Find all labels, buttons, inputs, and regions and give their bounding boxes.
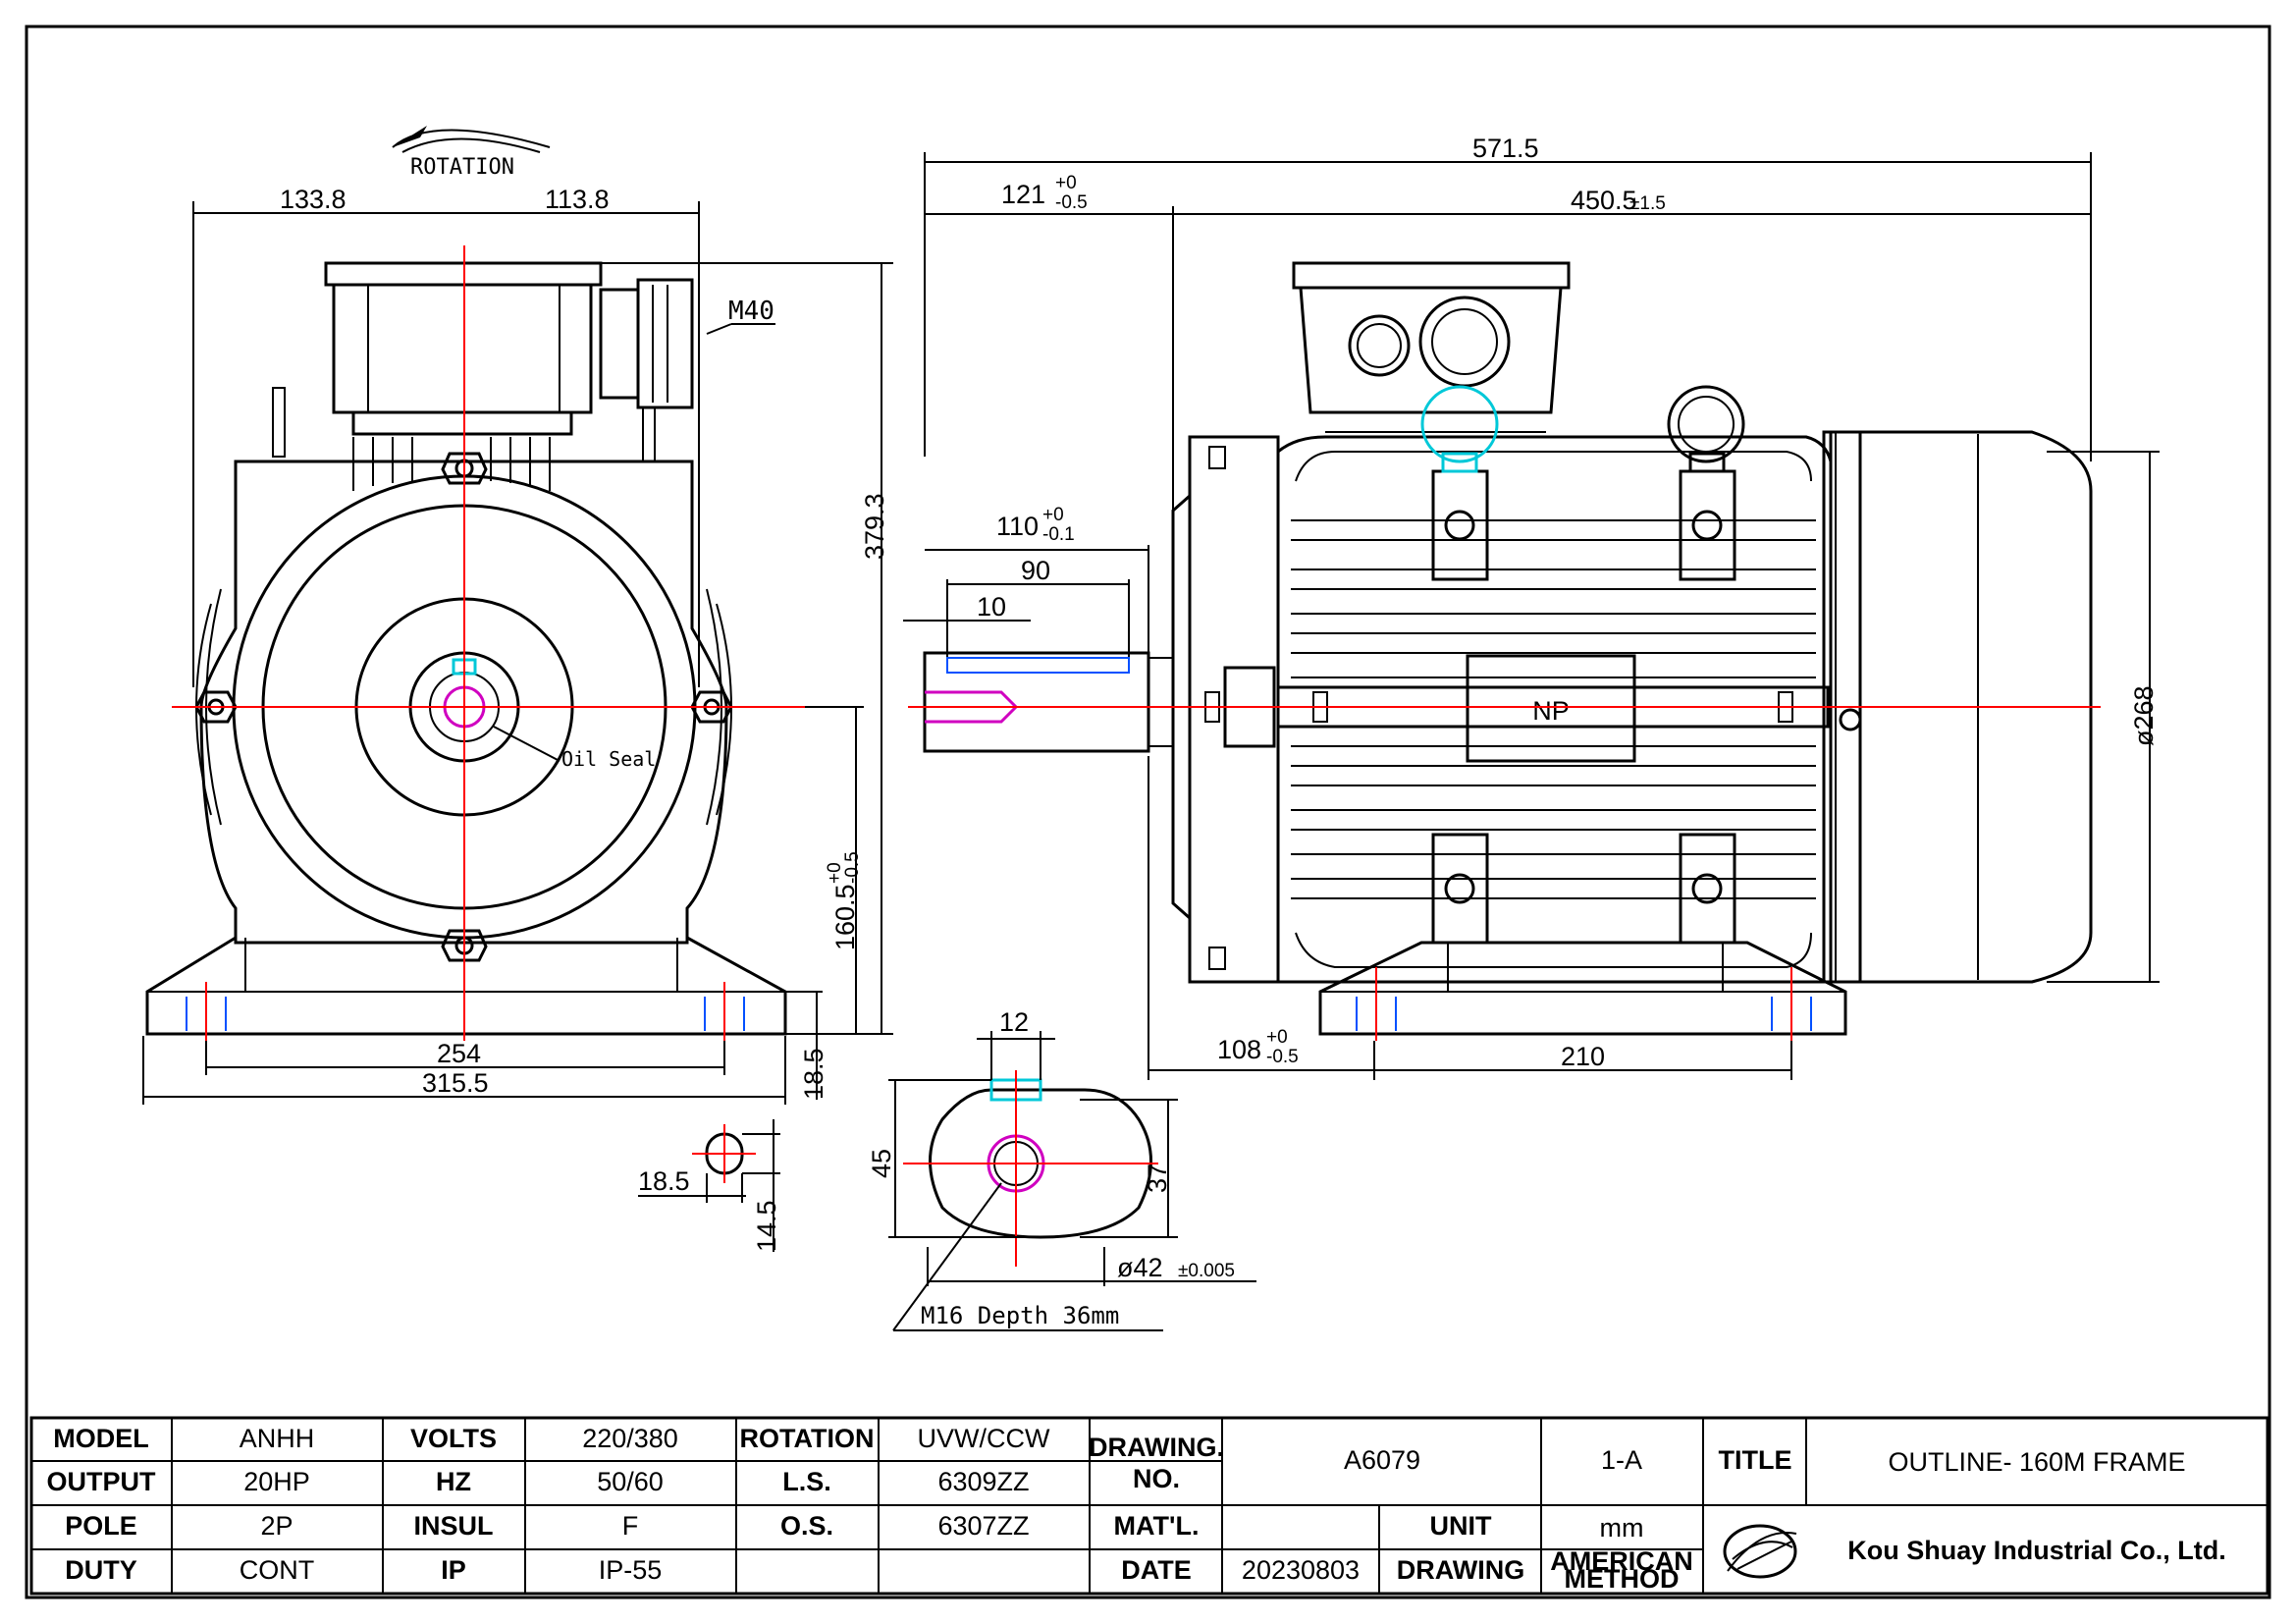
dim-108-tol-dn: -0.5 — [1266, 1047, 1299, 1067]
title-block: MODEL ANHH VOLTS 220/380 ROTATION UVW/CC… — [29, 1416, 2269, 1596]
tb-r2-c6: 6309ZZ — [937, 1467, 1029, 1496]
tb-drawing-no-label-2: NO. — [1133, 1464, 1180, 1493]
dim-10: 10 — [977, 592, 1006, 622]
tb-r2-c2: 20HP — [243, 1467, 310, 1496]
tb-r1-c3: VOLTS — [410, 1424, 497, 1453]
dim-108: 108 — [1217, 1035, 1261, 1064]
dim-key-12: 12 — [999, 1007, 1029, 1037]
tb-unit-label: UNIT — [1430, 1511, 1492, 1541]
tb-unit: mm — [1600, 1513, 1644, 1543]
tb-method-1: AMERICAN — [1550, 1546, 1693, 1576]
dim-90: 90 — [1021, 556, 1050, 585]
dim-450-5: 450.5 — [1571, 186, 1637, 215]
tb-r3-c6: 6307ZZ — [937, 1511, 1029, 1541]
shaft-end-detail: 12 45 37 ø42 ±0.005 M16 Depth 36mm — [867, 1007, 1256, 1331]
dim-210: 210 — [1561, 1042, 1605, 1071]
company-logo-icon — [1723, 1524, 1797, 1579]
rotation-label: ROTATION — [410, 155, 514, 180]
dim-108-tol-up: +0 — [1266, 1027, 1288, 1048]
dim-121-tol-dn: -0.5 — [1055, 192, 1088, 213]
tb-r3-c2: 2P — [260, 1511, 293, 1541]
dim-133-8: 133.8 — [280, 185, 347, 214]
dim-121-tol-up: +0 — [1055, 173, 1077, 193]
tb-r2-c1: OUTPUT — [47, 1467, 157, 1496]
dim-shaft-dia-tol: ±0.005 — [1178, 1261, 1235, 1281]
tb-r3-c1: POLE — [65, 1511, 137, 1541]
tb-r3-c5: O.S. — [780, 1511, 833, 1541]
tb-r1-c2: ANHH — [240, 1424, 315, 1453]
dim-110: 110 — [996, 512, 1039, 541]
dim-160-5: 160.5 — [830, 884, 860, 950]
sheet-border — [25, 25, 2271, 1599]
dim-shaft-45: 45 — [867, 1149, 896, 1178]
dim-slot-18-5: 18.5 — [638, 1166, 690, 1196]
tb-r1-c1: MODEL — [53, 1424, 149, 1453]
dim-shaft-37: 37 — [1143, 1164, 1172, 1193]
thread-label: M16 Depth 36mm — [921, 1302, 1119, 1329]
tb-r4-c4: IP-55 — [599, 1555, 663, 1585]
tb-r4-c3: IP — [441, 1555, 466, 1585]
tb-r4-c1: DUTY — [65, 1555, 137, 1585]
dim-shaft-dia-42: ø42 — [1117, 1253, 1163, 1282]
tb-r1-c5: ROTATION — [740, 1424, 875, 1453]
dim-160-5-tol-dn: -0.5 — [842, 851, 863, 884]
dim-dia-268: ø268 — [2129, 685, 2159, 746]
nameplate-label: NP — [1532, 696, 1570, 726]
tb-drawing-label: DRAWING — [1397, 1555, 1525, 1585]
front-view: ROTATION 133.8 113.8 M40 — [142, 126, 893, 1252]
dim-121: 121 — [1001, 180, 1045, 209]
tb-method-2: METHOD — [1565, 1564, 1680, 1594]
dim-110-tol-dn: -0.1 — [1042, 524, 1075, 545]
tb-company: Kou Shuay Industrial Co., Ltd. — [1847, 1536, 2226, 1565]
tb-revision: 1-A — [1601, 1445, 1642, 1475]
tb-r3-c4: F — [622, 1511, 639, 1541]
oil-seal-label: Oil Seal — [561, 747, 656, 771]
dim-315-5: 315.5 — [422, 1068, 489, 1098]
tb-title: OUTLINE- 160M FRAME — [1888, 1447, 2185, 1477]
tb-matl-label: MAT'L. — [1114, 1511, 1200, 1541]
nameplate — [1466, 654, 1636, 763]
dim-571-5: 571.5 — [1472, 134, 1539, 163]
tb-title-label: TITLE — [1719, 1445, 1792, 1475]
cable-label: M40 — [728, 297, 774, 326]
dim-379-3: 379.3 — [860, 493, 889, 560]
tb-r1-c6: UVW/CCW — [918, 1424, 1050, 1453]
rotation-arrow-icon — [392, 126, 551, 153]
tb-r2-c5: L.S. — [782, 1467, 831, 1496]
tb-r1-c4: 220/380 — [582, 1424, 678, 1453]
side-view: 571.5 121 +0 -0.5 450.5 ±1.5 110 +0 -0.1… — [903, 134, 2160, 1080]
tb-r2-c3: HZ — [436, 1467, 471, 1496]
tb-r3-c3: INSUL — [414, 1511, 494, 1541]
dim-254: 254 — [437, 1039, 481, 1068]
tb-date-label: DATE — [1121, 1555, 1192, 1585]
dim-113-8: 113.8 — [545, 185, 610, 214]
dim-160-5-tol-up: +0 — [825, 862, 845, 884]
tb-drawing-no: A6079 — [1344, 1445, 1420, 1475]
dim-slot-14-5: 14.5 — [752, 1200, 781, 1252]
dim-110-tol-up: +0 — [1042, 505, 1064, 525]
tb-r2-c4: 50/60 — [597, 1467, 664, 1496]
tb-r4-c2: CONT — [240, 1555, 315, 1585]
dim-450-5-tol: ±1.5 — [1629, 193, 1666, 214]
dim-18-5-foot: 18.5 — [799, 1048, 828, 1100]
tb-date: 20230803 — [1242, 1555, 1360, 1585]
tb-drawing-no-label-1: DRAWING. — [1089, 1433, 1224, 1462]
